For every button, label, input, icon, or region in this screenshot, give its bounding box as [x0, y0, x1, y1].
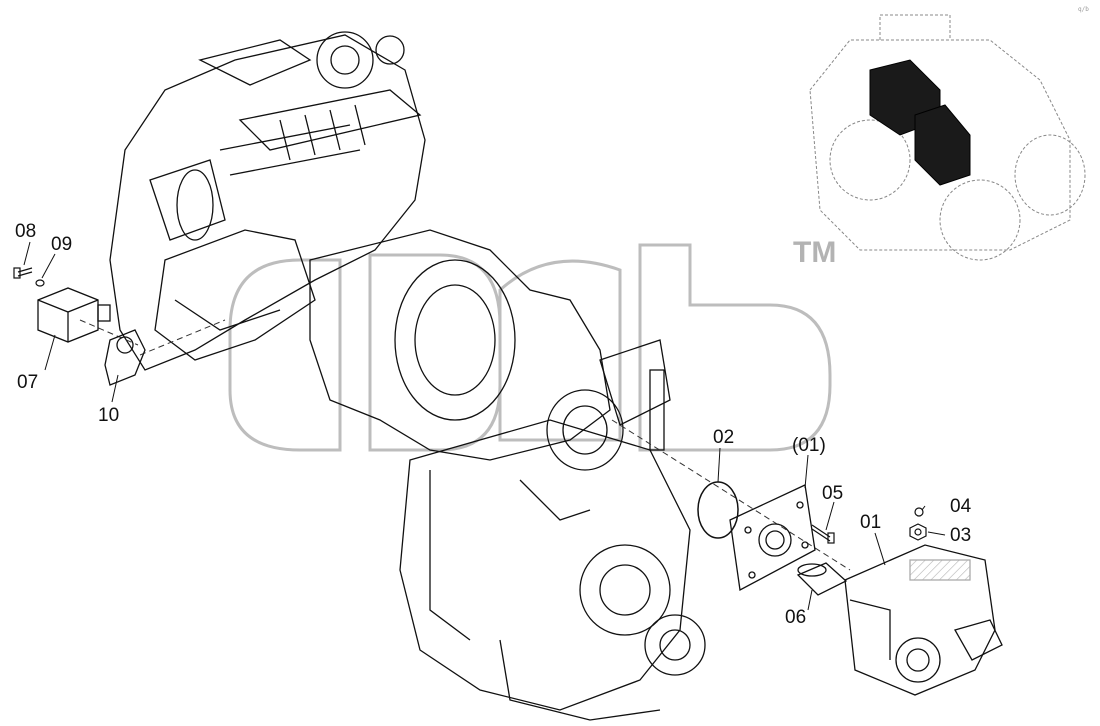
callout-08: 08	[15, 221, 37, 242]
watermark-tm: TM	[793, 236, 837, 269]
callout-05: 05	[822, 483, 844, 504]
machine-overview-inset	[809, 14, 1086, 261]
callout-09: 09	[51, 234, 73, 255]
transmission-assembly	[309, 229, 706, 721]
part-09-washer	[35, 279, 45, 287]
part-07-pump	[37, 287, 111, 343]
assembly-lines	[79, 319, 851, 571]
part-04-plug	[914, 507, 924, 517]
part-10-gasket	[104, 329, 146, 386]
callout-01: 01	[860, 512, 882, 533]
callout-01-parenthesized: (01)	[792, 435, 826, 456]
part-06-sleeve	[796, 562, 848, 596]
leader-lines	[23, 241, 946, 611]
callout-07: 07	[17, 372, 39, 393]
watermark-logo	[228, 243, 832, 452]
callout-06: 06	[785, 607, 807, 628]
part-03-nut	[909, 523, 927, 541]
engine-assembly	[109, 31, 426, 371]
part-01-hydraulic-pump	[844, 544, 1003, 696]
callout-02: 02	[713, 427, 735, 448]
part-01-adapter-plate	[729, 484, 816, 592]
callout-03: 03	[950, 525, 972, 546]
callout-10: 10	[98, 405, 120, 426]
part-08-bolt	[13, 267, 33, 279]
callout-04: 04	[950, 496, 972, 517]
part-05-bolt	[811, 524, 835, 544]
corner-code: q/b	[1078, 6, 1089, 13]
